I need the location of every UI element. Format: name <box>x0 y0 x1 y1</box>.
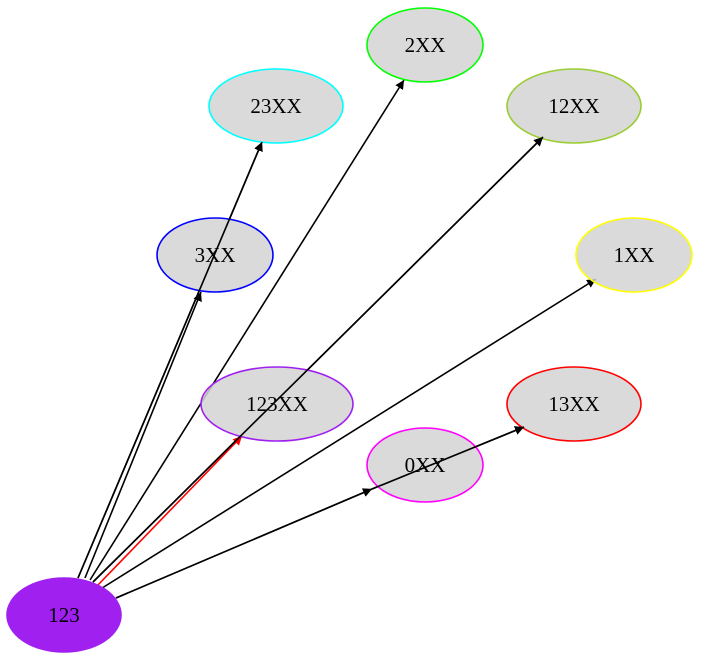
node-label-23XX: 23XX <box>250 94 301 118</box>
node-ellipse-123 <box>6 577 122 653</box>
node-2XX: 2XX <box>366 7 484 83</box>
node-label-13XX: 13XX <box>548 392 599 416</box>
node-ellipse-13XX <box>506 366 642 442</box>
edge-123-to-123XX <box>96 435 243 587</box>
node-label-123XX: 123XX <box>246 392 308 416</box>
node-12XX: 12XX <box>506 68 642 144</box>
node-ellipse-123XX <box>200 366 354 442</box>
node-123: 123 <box>6 577 122 653</box>
node-ellipse-2XX <box>366 7 484 83</box>
edge-overlay-123-to-13XX <box>371 426 525 490</box>
node-label-2XX: 2XX <box>405 33 446 57</box>
edge-overlay-123-to-23XX <box>77 141 263 579</box>
node-ellipse-0XX <box>366 427 484 503</box>
node-123XX: 123XX <box>200 366 354 442</box>
node-label-12XX: 12XX <box>548 94 599 118</box>
node-ellipse-23XX <box>208 68 344 144</box>
node-label-1XX: 1XX <box>614 243 655 267</box>
node-ellipse-12XX <box>506 68 642 144</box>
node-1XX: 1XX <box>575 217 693 293</box>
nodes-layer: 12323XX2XX12XX3XX1XX123XX13XX0XX <box>6 7 693 653</box>
node-23XX: 23XX <box>208 68 344 144</box>
edge-123-to-2XX <box>89 79 405 581</box>
node-label-123: 123 <box>48 603 80 627</box>
node-ellipse-1XX <box>575 217 693 293</box>
node-13XX: 13XX <box>506 366 642 442</box>
edges-overlay-layer <box>77 136 544 599</box>
edge-overlay-123-to-0XX <box>115 488 373 599</box>
edge-123-to-1XX <box>98 278 597 591</box>
edge-overlay-123-to-12XX <box>92 136 544 583</box>
edge-123-to-3XX <box>84 291 202 579</box>
node-0XX: 0XX <box>366 427 484 503</box>
